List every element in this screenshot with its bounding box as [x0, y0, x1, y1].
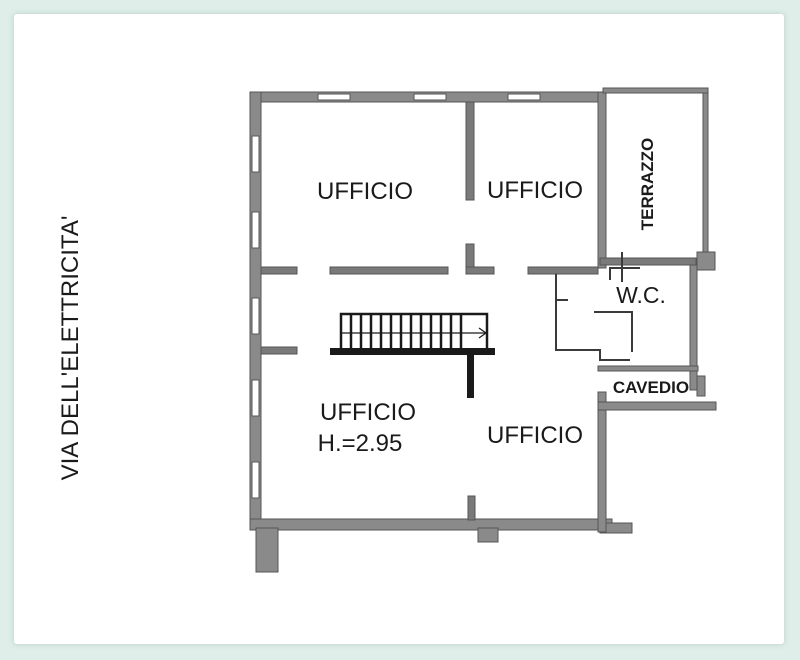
room-label-terrace: TERRAZZO	[638, 138, 657, 231]
wc-partitions	[555, 252, 640, 361]
room-label-office-top-left: UFFICIO	[317, 178, 413, 205]
interior-walls	[260, 101, 697, 521]
room-label-wc: W.C.	[616, 282, 666, 308]
windows	[251, 93, 541, 499]
street-label: VIA DELL'ELETTRICITA'	[57, 216, 84, 481]
room-label-office-bottom-right: UFFICIO	[487, 422, 583, 449]
room-label-office-bottom-left: UFFICIO	[320, 399, 416, 426]
room-height-label: H.=2.95	[318, 430, 403, 457]
room-label-shaft: CAVEDIO	[613, 378, 689, 397]
room-label-office-top-right: UFFICIO	[487, 177, 583, 204]
staircase	[330, 312, 495, 398]
